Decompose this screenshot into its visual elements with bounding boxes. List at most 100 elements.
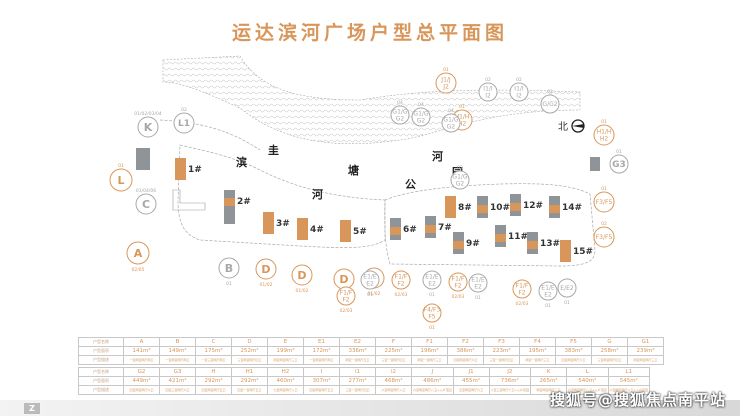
cell-name: E1 xyxy=(303,337,340,347)
unit-callout[interactable]: L 01 xyxy=(109,163,133,192)
callout-units: 01 xyxy=(226,281,232,287)
cell-name: F3 xyxy=(483,337,520,347)
unit-callout[interactable]: G/G2 02 xyxy=(540,89,560,114)
building-12[interactable]: 12# xyxy=(510,194,543,216)
unit-callout[interactable]: D01/02 xyxy=(255,258,277,288)
callout-units: 01/02 xyxy=(296,288,309,294)
building-10[interactable]: 10# xyxy=(477,196,510,218)
building-8[interactable]: 8# xyxy=(445,196,472,218)
cell-area: 336m² xyxy=(339,346,376,356)
callout-label: E2 xyxy=(474,284,482,291)
building-k xyxy=(136,148,150,170)
cell-desc: 五室两室两厅六卫 xyxy=(452,385,490,395)
unit-callout[interactable]: C01/04/06 xyxy=(135,188,157,215)
callout-label: G2 xyxy=(396,116,405,123)
cell-desc: 两室两室两厅三卫 xyxy=(530,385,568,395)
cell-desc: 三室一室两厅四卫 xyxy=(375,355,412,365)
north-arrow-icon xyxy=(571,119,585,133)
cell-name: E2 xyxy=(339,337,376,347)
cell-area: 540m² xyxy=(566,376,609,386)
callout-label: G/G2 xyxy=(542,101,557,108)
cell-name: G1 xyxy=(627,337,664,347)
callout-label: G1/G xyxy=(413,111,428,118)
building-label: 10# xyxy=(490,203,510,213)
callout-units: 01 xyxy=(601,119,607,125)
cell-name: F5 xyxy=(555,337,592,347)
callout-label: H1/H xyxy=(455,114,470,121)
callout-label: F4/F3 xyxy=(424,307,441,314)
callout-label: H1/H xyxy=(597,129,612,136)
cell-area: 225m² xyxy=(375,346,412,356)
cell-name: K xyxy=(530,367,568,377)
building-11[interactable]: 11# xyxy=(495,225,528,247)
unit-callout[interactable]: D01/02 xyxy=(291,264,313,294)
building-label: 14# xyxy=(562,203,582,213)
cell-area: 383m² xyxy=(555,346,592,356)
cell-name: J2 xyxy=(488,367,532,377)
building-g3 xyxy=(590,157,600,171)
unit-callout[interactable]: A02/05 xyxy=(126,241,150,273)
cell-desc: 一室两室两厅两卫 xyxy=(159,355,196,365)
table-row-desc: 户型描述一室两室两厅两卫一室两室两厅两卫一室三室两厅两卫三室两室两厅四卫两室两室… xyxy=(78,355,664,365)
callout-label: G2 xyxy=(456,181,465,188)
cell-area: 223m² xyxy=(483,346,520,356)
callout-units: 02 xyxy=(547,89,553,95)
unit-callout[interactable]: B 01 xyxy=(218,257,240,287)
cell-desc: 一室两室两厅两卫 xyxy=(123,355,160,365)
building-1[interactable]: 1# xyxy=(175,158,202,180)
north-label: 北 xyxy=(558,121,568,133)
building-6[interactable]: 6# xyxy=(390,218,417,240)
building-13[interactable]: 13# xyxy=(527,232,560,254)
building-2[interactable]: 2# xyxy=(224,190,251,224)
callout-label: F2 xyxy=(342,297,349,304)
river-label: 河 xyxy=(432,149,443,163)
callout-units: 01 xyxy=(118,163,124,169)
building-3[interactable]: 3# xyxy=(263,212,290,234)
building-label: 8# xyxy=(458,203,472,213)
cell-area: 265m² xyxy=(530,376,568,386)
building-label: 4# xyxy=(310,225,324,235)
callout-label: E1/E xyxy=(425,274,439,281)
building-label: 12# xyxy=(523,201,543,211)
callout-units: 02 xyxy=(457,165,463,171)
cell-area: 239m² xyxy=(627,346,664,356)
cell-area: 292m² xyxy=(231,376,268,386)
callout-label: B xyxy=(225,262,233,275)
callout-label: E2 xyxy=(366,281,374,288)
building-15[interactable]: 15# xyxy=(560,240,593,262)
unit-callout[interactable]: K01/02/03/04 xyxy=(134,111,162,138)
callout-label: D xyxy=(261,263,270,276)
callout-label: L xyxy=(117,174,124,187)
callout-label: L1 xyxy=(178,119,190,129)
building-9[interactable]: 9# xyxy=(453,232,480,254)
building-7[interactable]: 7# xyxy=(425,216,452,238)
brand-logo: Z xyxy=(24,403,40,414)
building-14[interactable]: 14# xyxy=(549,196,582,218)
building-4[interactable]: 4# xyxy=(297,218,324,240)
building-5[interactable]: 5# xyxy=(340,220,367,242)
callout-label: C xyxy=(142,198,150,211)
